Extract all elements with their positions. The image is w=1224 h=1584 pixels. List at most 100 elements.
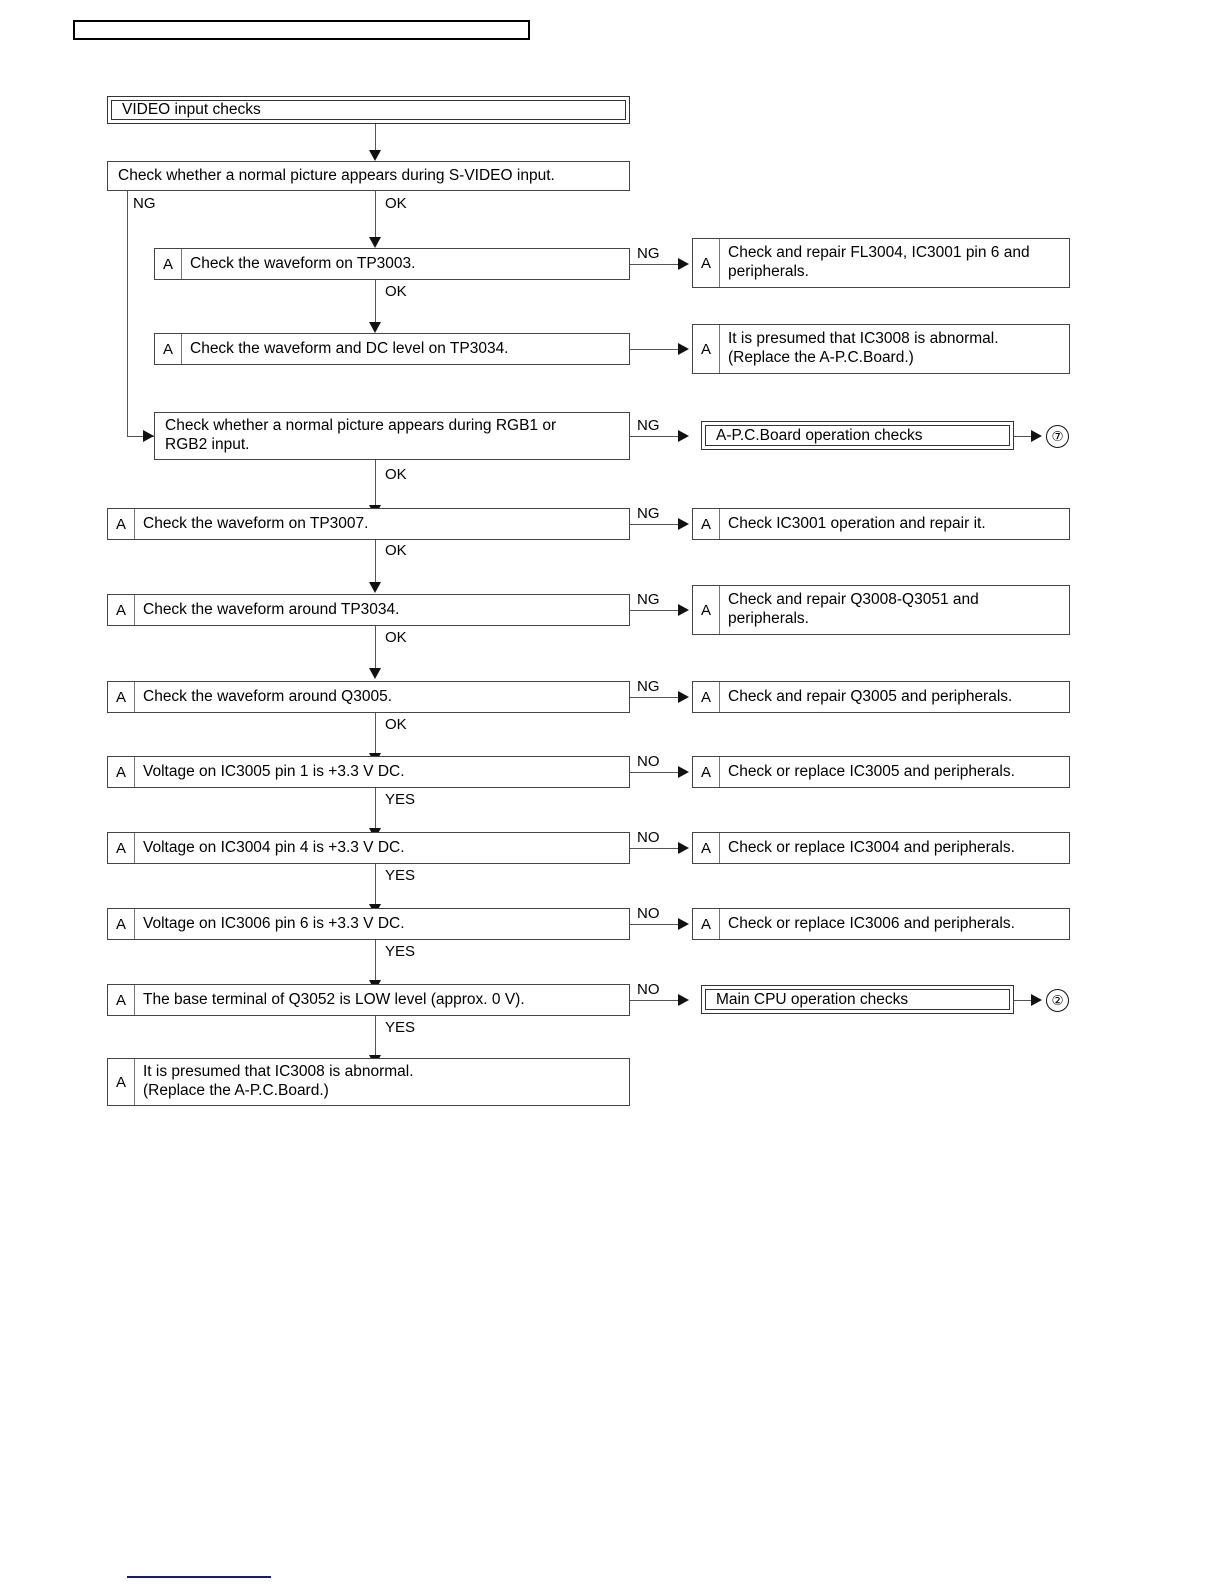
result-marker-a: A xyxy=(693,509,720,539)
arrow-apc-to-ref xyxy=(1031,430,1042,442)
edge-label-svideo-yes: OK xyxy=(385,195,407,212)
result-marker-a: A xyxy=(693,325,720,373)
step-label-ic3004: Voltage on IC3004 pin 4 is +3.3 V DC. xyxy=(143,838,405,856)
arrow-ic3004-no xyxy=(678,842,689,854)
reference-marker-2[interactable]: ② xyxy=(1046,989,1069,1012)
connector-q3052-yes xyxy=(375,1016,376,1058)
step-box-ic3005[interactable]: A Voltage on IC3005 pin 1 is +3.3 V DC. xyxy=(107,756,630,788)
footer-rule xyxy=(127,1576,271,1578)
connector-ic3004-yes xyxy=(375,864,376,907)
connector-q3005-ok xyxy=(375,713,376,756)
result-marker-a: A xyxy=(693,833,720,863)
arrow-tp3003-to-tp3034a xyxy=(369,322,381,333)
edge-label-rgb-no: NG xyxy=(637,417,660,434)
result-marker-a: A xyxy=(693,909,720,939)
result-marker-a: A xyxy=(693,757,720,787)
step-marker-a: A xyxy=(108,833,135,863)
page-header-bar xyxy=(73,20,530,40)
step-label-q3052: The base terminal of Q3052 is LOW level … xyxy=(143,990,525,1008)
step-label-svideo: Check whether a normal picture appears d… xyxy=(118,166,555,184)
flow-title-label: VIDEO input checks xyxy=(111,100,626,120)
result-label-ic3008-abnormal: It is presumed that IC3008 is abnormal. … xyxy=(728,330,999,366)
edge-label-tp3034-around-no: NG xyxy=(637,591,660,608)
step-label-tp3003: Check the waveform on TP3003. xyxy=(190,254,416,272)
step-marker-a: A xyxy=(155,249,182,279)
connector-ic3006-yes xyxy=(375,940,376,983)
step-label-tp3007: Check the waveform on TP3007. xyxy=(143,514,369,532)
connector-ic3005-yes xyxy=(375,788,376,831)
step-box-q3005[interactable]: A Check the waveform around Q3005. xyxy=(107,681,630,713)
result-box-fl3004: A Check and repair FL3004, IC3001 pin 6 … xyxy=(692,238,1070,288)
edge-label-ic3005-no: NO xyxy=(637,753,660,770)
step-box-ic3004[interactable]: A Voltage on IC3004 pin 4 is +3.3 V DC. xyxy=(107,832,630,864)
connector-tp3034-around-ok xyxy=(375,626,376,671)
edge-label-q3052-no: NO xyxy=(637,981,660,998)
edge-label-tp3007-yes: OK xyxy=(385,542,407,559)
result-marker-a: A xyxy=(693,682,720,712)
connector-tp3003-ng xyxy=(630,264,681,265)
arrow-q3052-no xyxy=(678,994,689,1006)
connector-tp3003-ok xyxy=(375,280,376,325)
step-label-ic3005: Voltage on IC3005 pin 1 is +3.3 V DC. xyxy=(143,762,405,780)
edge-label-q3005-no: NG xyxy=(637,678,660,695)
arrow-cpu-to-ref xyxy=(1031,994,1042,1006)
connector-tp3007-ok xyxy=(375,540,376,585)
step-box-svideo[interactable]: Check whether a normal picture appears d… xyxy=(107,161,630,191)
result-label-fl3004: Check and repair FL3004, IC3001 pin 6 an… xyxy=(728,244,1030,280)
step-box-tp3034-around[interactable]: A Check the waveform around TP3034. xyxy=(107,594,630,626)
result-label-ic3001: Check IC3001 operation and repair it. xyxy=(728,514,986,532)
result-label-q3005: Check and repair Q3005 and peripherals. xyxy=(728,687,1013,705)
step-box-ic3006[interactable]: A Voltage on IC3006 pin 6 is +3.3 V DC. xyxy=(107,908,630,940)
reference-marker-7[interactable]: ⑦ xyxy=(1046,425,1069,448)
connector-svideo-ng-horizontal xyxy=(127,436,154,437)
step-marker-a: A xyxy=(155,334,182,364)
step-label-tp3034-dc: Check the waveform and DC level on TP303… xyxy=(190,339,509,357)
result-box-q3005: A Check and repair Q3005 and peripherals… xyxy=(692,681,1070,713)
connector-ic3006-no xyxy=(630,924,681,925)
result-box-ic3004: A Check or replace IC3004 and peripheral… xyxy=(692,832,1070,864)
result-box-apc-board-checks[interactable]: A-P.C.Board operation checks xyxy=(701,421,1014,450)
step-box-tp3007[interactable]: A Check the waveform on TP3007. xyxy=(107,508,630,540)
edge-label-tp3007-no: NG xyxy=(637,505,660,522)
result-label-ic3005: Check or replace IC3005 and peripherals. xyxy=(728,762,1015,780)
edge-label-q3005-yes: OK xyxy=(385,716,407,733)
step-label-rgb: Check whether a normal picture appears d… xyxy=(165,417,557,453)
edge-label-rgb-yes: OK xyxy=(385,466,407,483)
step-box-rgb[interactable]: Check whether a normal picture appears d… xyxy=(154,412,630,460)
arrow-tp3034-around-ng xyxy=(678,604,689,616)
arrow-tp3003-ng xyxy=(678,258,689,270)
connector-tp3007-ng xyxy=(630,524,681,525)
step-marker-a: A xyxy=(108,757,135,787)
connector-svideo-ok xyxy=(375,191,376,240)
arrow-title-to-svideo xyxy=(369,150,381,161)
step-box-tp3003[interactable]: A Check the waveform on TP3003. xyxy=(154,248,630,280)
connector-ic3004-no xyxy=(630,848,681,849)
connector-tp3034-around-ng xyxy=(630,610,681,611)
result-box-ic3005: A Check or replace IC3005 and peripheral… xyxy=(692,756,1070,788)
result-marker-a: A xyxy=(693,586,720,634)
arrow-q3005-ng xyxy=(678,691,689,703)
edge-label-ic3006-yes: YES xyxy=(385,943,416,960)
arrow-ic3005-no xyxy=(678,766,689,778)
edge-label-ic3006-no: NO xyxy=(637,905,660,922)
edge-label-tp3003-no: NG xyxy=(637,245,660,262)
step-box-tp3034-dc[interactable]: A Check the waveform and DC level on TP3… xyxy=(154,333,630,365)
connector-rgb-ok xyxy=(375,460,376,508)
result-label-main-cpu-checks: Main CPU operation checks xyxy=(705,989,1010,1010)
edge-label-ic3004-yes: YES xyxy=(385,867,416,884)
result-box-main-cpu-checks[interactable]: Main CPU operation checks xyxy=(701,985,1014,1014)
step-label-q3005: Check the waveform around Q3005. xyxy=(143,687,392,705)
step-marker-a: A xyxy=(108,682,135,712)
result-marker-a: A xyxy=(693,239,720,287)
step-marker-a: A xyxy=(108,1059,135,1105)
step-box-q3052[interactable]: A The base terminal of Q3052 is LOW leve… xyxy=(107,984,630,1016)
flow-title-box: VIDEO input checks xyxy=(107,96,630,124)
connector-ic3005-no xyxy=(630,772,681,773)
step-marker-a: A xyxy=(108,909,135,939)
connector-q3005-ng xyxy=(630,697,681,698)
edge-label-tp3003-yes: OK xyxy=(385,283,407,300)
arrow-svideo-ng-into-rgb xyxy=(143,430,154,442)
step-label-ic3006: Voltage on IC3006 pin 6 is +3.3 V DC. xyxy=(143,914,405,932)
result-box-ic3006: A Check or replace IC3006 and peripheral… xyxy=(692,908,1070,940)
step-label-final-conclusion: It is presumed that IC3008 is abnormal. … xyxy=(143,1063,414,1099)
